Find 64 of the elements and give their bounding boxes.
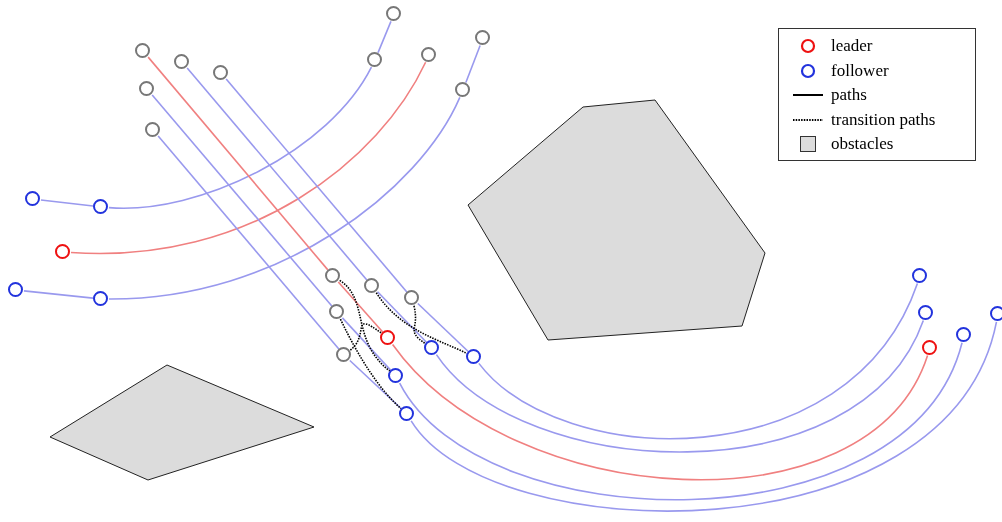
- waypoint-circle: [367, 52, 382, 67]
- waypoint-circle: [386, 6, 401, 21]
- path-line: [225, 78, 408, 293]
- waypoint-circle: [956, 327, 971, 342]
- waypoint-circle: [990, 306, 1002, 321]
- path-line: [377, 20, 392, 54]
- waypoint-circle: [135, 43, 150, 58]
- path-line: [391, 343, 929, 481]
- path-line: [108, 66, 373, 209]
- waypoint-circle: [380, 330, 395, 345]
- transition-path: [339, 318, 402, 410]
- path-line: [398, 341, 963, 501]
- path-line: [157, 135, 340, 350]
- waypoint-circle: [399, 406, 414, 421]
- waypoint-circle: [922, 340, 937, 355]
- waypoint-circle: [93, 291, 108, 306]
- waypoint-circle: [25, 191, 40, 206]
- path-line: [417, 302, 469, 353]
- path-line: [435, 319, 925, 453]
- waypoint-circle: [475, 30, 490, 45]
- path-line: [410, 321, 998, 512]
- path-line: [376, 290, 428, 344]
- waypoint-circle: [8, 282, 23, 297]
- path-line: [478, 282, 919, 440]
- obstacle-polygon: [467, 99, 766, 341]
- path-line: [186, 67, 368, 281]
- waypoint-circle: [912, 268, 927, 283]
- legend-label: transition paths: [831, 109, 936, 130]
- path-line: [151, 94, 333, 307]
- waypoint-circle: [421, 47, 436, 62]
- path-line: [337, 281, 384, 333]
- waypoint-circle: [93, 199, 108, 214]
- legend-label: follower: [831, 60, 889, 81]
- transition-path: [375, 291, 468, 355]
- waypoint-circle: [336, 347, 351, 362]
- legend-label: paths: [831, 85, 867, 105]
- waypoint-circle: [213, 65, 228, 80]
- waypoint-circle: [55, 244, 70, 259]
- waypoint-circle: [918, 305, 933, 320]
- path-line: [147, 56, 329, 271]
- waypoint-circle: [329, 304, 344, 319]
- path-line: [465, 44, 481, 84]
- path-line: [40, 199, 94, 207]
- waypoint-circle: [145, 122, 160, 137]
- legend-label: leader: [831, 36, 873, 56]
- waypoint-circle: [388, 368, 403, 383]
- waypoint-circle: [364, 278, 379, 293]
- path-line: [108, 96, 461, 300]
- waypoint-circle: [455, 82, 470, 97]
- waypoint-circle: [325, 268, 340, 283]
- waypoint-circle: [139, 81, 154, 96]
- waypoint-circle: [424, 340, 439, 355]
- path-line: [341, 317, 392, 371]
- obstacle-polygon: [49, 364, 315, 481]
- waypoint-circle: [466, 349, 481, 364]
- path-line: [23, 290, 94, 299]
- waypoint-circle: [174, 54, 189, 69]
- legend-label: obstacles: [831, 134, 894, 154]
- path-line: [70, 61, 427, 255]
- transition-path: [349, 323, 383, 351]
- path-line: [349, 359, 402, 410]
- waypoint-circle: [404, 290, 419, 305]
- transition-path: [413, 304, 427, 345]
- transition-path: [338, 279, 391, 372]
